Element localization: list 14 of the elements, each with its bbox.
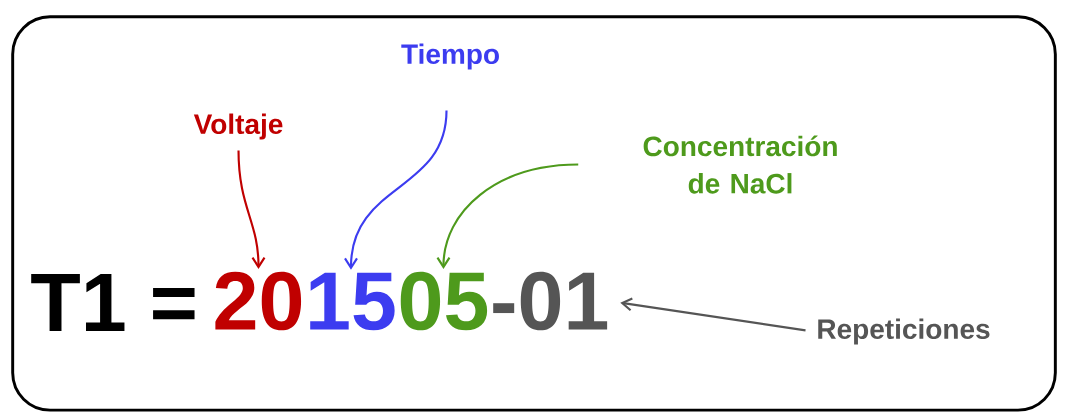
label-text: Voltaje [193, 113, 283, 140]
frame-box [11, 15, 1057, 412]
arrow [620, 297, 806, 332]
label-text: Repeticiones [818, 318, 990, 345]
arrow [436, 163, 579, 269]
code-digits: 20 [215, 271, 302, 331]
code-digits: -01 [493, 271, 608, 331]
code-digits: 15 [310, 272, 395, 331]
label-text: Concentración de NaCl [643, 135, 837, 194]
arrow [344, 110, 448, 270]
arrow [237, 150, 266, 269]
label-text: Tiempo [401, 43, 499, 70]
code-digits: 05 [400, 271, 488, 331]
formula-text: T1 = [31, 274, 195, 331]
